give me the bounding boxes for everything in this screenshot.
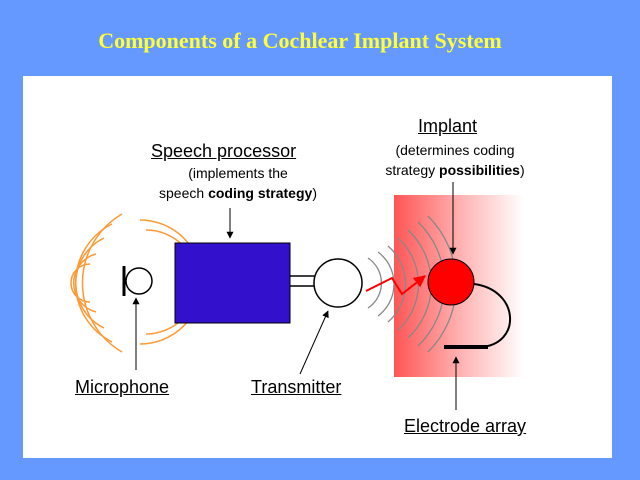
speech-processor-desc-line1: (implements the [188,165,288,181]
implant-desc-line1: (determines coding [395,142,515,158]
implant-desc-line2: strategy possibilities) [385,162,525,178]
transmitter-label: Transmitter [251,377,342,397]
transmitter-coil [313,258,363,308]
slide-title: Components of a Cochlear Implant System [98,28,502,53]
speech-processor-desc-line2: speech coding strategy) [159,185,317,201]
implant-label: Implant [418,116,478,136]
speech-processor-box [174,242,291,324]
speech-processor-description: (implements the speech coding strategy) [138,163,338,203]
electrode-array-label: Electrode array [404,416,527,436]
implant-receiver [427,258,475,306]
signal-arrow [365,275,426,296]
microphone [125,267,153,295]
speech-processor-label: Speech processor [151,141,297,161]
arrow-transmitter [299,310,329,375]
sound-waves-left [70,213,123,353]
microphone-label: Microphone [75,377,170,397]
implant-description: (determines coding strategy possibilitie… [360,140,550,180]
